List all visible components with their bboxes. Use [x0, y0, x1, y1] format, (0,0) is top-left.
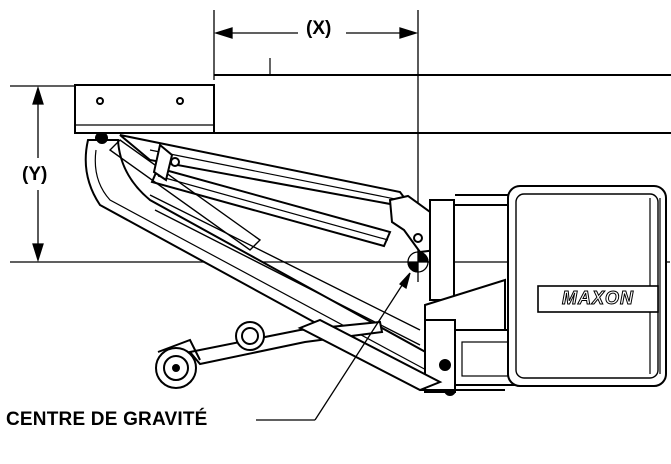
cg-crosshair-icon: [407, 251, 429, 273]
x-dimension-label: (X): [306, 18, 332, 39]
maxon-logo: MAXON: [562, 288, 634, 309]
roller-assembly: [155, 320, 384, 389]
bottom-arm: [297, 318, 505, 392]
pump-box: [507, 185, 667, 387]
x-dimension: [213, 10, 419, 282]
y-dimension-label: (Y): [22, 164, 48, 185]
cg-leader-line: [256, 272, 411, 421]
mount-frame: [424, 194, 516, 393]
pivot-bracket: [388, 194, 506, 396]
center-of-gravity-label: CENTRE DE GRAVITÉ: [6, 409, 208, 430]
platform-plate: [74, 84, 215, 144]
truck-bed: [214, 58, 671, 134]
